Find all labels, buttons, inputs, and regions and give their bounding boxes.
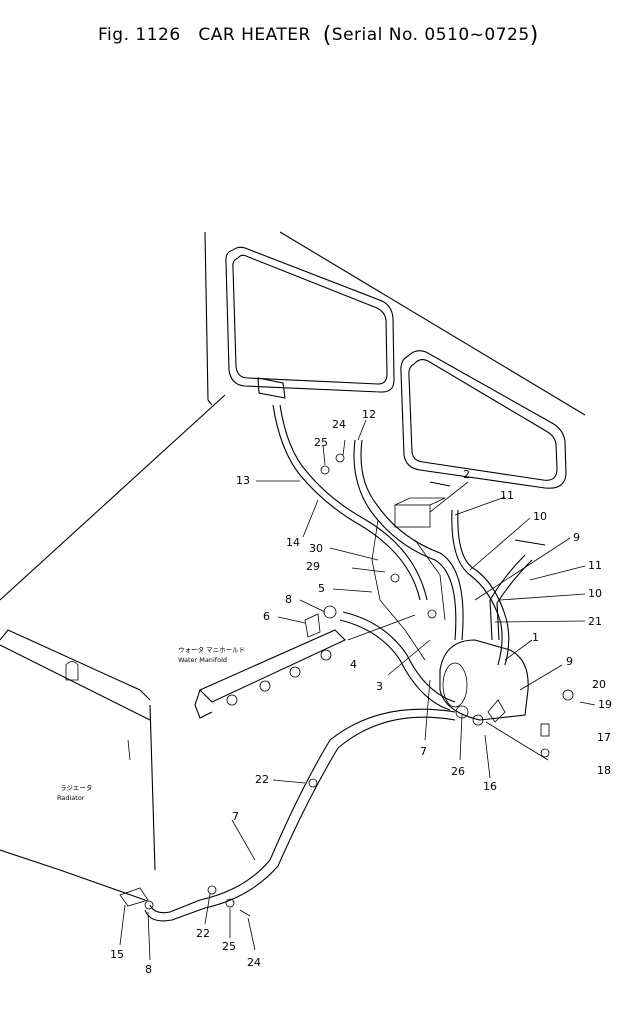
cab-outline xyxy=(204,231,586,546)
callout-21: 21 xyxy=(588,615,602,628)
figure-number: Fig. 1126 xyxy=(98,25,181,45)
callout-19: 19 xyxy=(598,698,612,711)
callout-numbers: 1 2 3 4 5 6 7 7 8 8 9 9 10 10 11 11 12 1… xyxy=(110,408,612,976)
callout-3: 3 xyxy=(376,680,383,693)
callout-15: 15 xyxy=(110,948,124,961)
callout-10-upper: 10 xyxy=(533,510,547,523)
callout-4: 4 xyxy=(350,658,357,671)
callout-18: 18 xyxy=(597,764,611,777)
callout-11-lower: 11 xyxy=(588,559,602,572)
close-paren-glyph: ) xyxy=(529,23,539,48)
callout-13: 13 xyxy=(236,474,250,487)
small-parts xyxy=(119,453,596,917)
callout-12: 12 xyxy=(362,408,376,421)
callout-30: 30 xyxy=(309,542,323,555)
callout-25-lower: 25 xyxy=(222,940,236,953)
callout-22-lower: 22 xyxy=(196,927,210,940)
callout-29: 29 xyxy=(306,560,320,573)
callout-25-upper: 25 xyxy=(314,436,328,449)
callout-8-lower: 8 xyxy=(145,963,152,976)
callout-5: 5 xyxy=(318,582,325,595)
water-manifold: ウォータ マニホールド Water Manifold xyxy=(178,629,346,719)
callout-9-upper: 9 xyxy=(573,531,580,544)
hoses xyxy=(144,404,533,922)
open-paren-glyph: ( xyxy=(322,23,332,48)
callout-22-upper: 22 xyxy=(255,773,269,786)
callout-1: 1 xyxy=(532,631,539,644)
radiator-label-jp: ラジエータ xyxy=(60,783,92,792)
callout-26: 26 xyxy=(451,765,465,778)
callout-9-lower: 9 xyxy=(566,655,573,668)
leader-lines xyxy=(119,419,586,961)
callout-24-upper: 24 xyxy=(332,418,346,431)
callout-7-lower: 7 xyxy=(232,810,239,823)
callout-20: 20 xyxy=(592,678,606,691)
radiator-label-en: Radiator xyxy=(57,794,85,802)
callout-14: 14 xyxy=(286,536,300,549)
figure-name: CAR HEATER xyxy=(198,25,311,45)
callout-6: 6 xyxy=(263,610,270,623)
callout-7-upper: 7 xyxy=(420,745,427,758)
callout-8-upper: 8 xyxy=(285,593,292,606)
callout-2: 2 xyxy=(463,468,470,481)
callout-16: 16 xyxy=(483,780,497,793)
serial-range: Serial No. 0510~0725 xyxy=(331,25,530,45)
heater-unit xyxy=(371,497,529,721)
manifold-label-jp: ウォータ マニホールド xyxy=(178,645,245,654)
figure-title: Fig. 1126 CAR HEATER (Serial No. 0510~07… xyxy=(0,3,625,48)
callout-11-upper: 11 xyxy=(500,489,514,502)
manifold-label-en: Water Manifold xyxy=(178,656,227,664)
callout-24-lower: 24 xyxy=(247,956,261,969)
callout-10-lower: 10 xyxy=(588,587,602,600)
radiator: ラジエータ Radiator xyxy=(0,394,226,901)
callout-17: 17 xyxy=(597,731,611,744)
